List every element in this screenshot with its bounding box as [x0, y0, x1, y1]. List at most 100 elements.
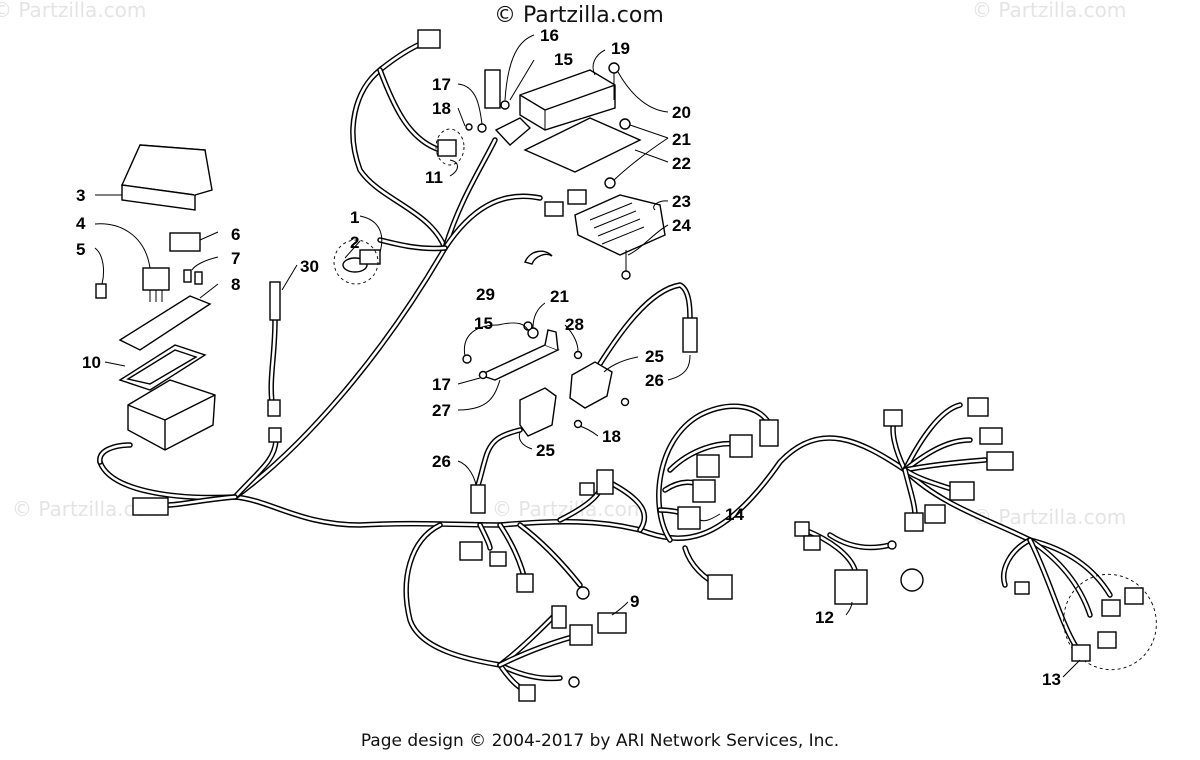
callout-23: 23: [672, 192, 691, 211]
connector-left: [132, 497, 169, 516]
callout-18: 18: [432, 99, 451, 118]
fuse-5: [95, 283, 107, 299]
connector-ll-4: [551, 605, 567, 629]
clamp-29: [524, 250, 553, 265]
callout-15: 15: [474, 314, 493, 333]
connector-14a: [759, 419, 779, 447]
washer-17: [477, 123, 487, 133]
ecu-plate-22: [523, 117, 642, 173]
callout-17: 17: [432, 75, 451, 94]
callout-29: 29: [476, 285, 495, 304]
callout-27: 27: [432, 401, 451, 420]
ignition-coil-25a: [569, 361, 613, 409]
callout-25: 25: [645, 347, 664, 366]
bolt-20: [608, 62, 620, 100]
ring-terminal-2: [568, 676, 580, 688]
callout-16: 16: [540, 26, 559, 45]
callout-21: 21: [550, 287, 569, 306]
spark-plug-boot-26a: [682, 317, 698, 353]
washer-15c: [462, 354, 472, 364]
connector-r2: [967, 397, 989, 417]
connector-top: [417, 29, 441, 49]
screw-18c: [573, 419, 583, 429]
connector-14b: [729, 434, 753, 458]
callout-13: 13: [1042, 670, 1061, 689]
callout-5: 5: [76, 240, 85, 259]
callout-22: 22: [672, 154, 691, 173]
relay-16: [484, 69, 501, 109]
connector-r7: [904, 512, 924, 532]
connector-14e: [677, 506, 701, 530]
connector-ll-6: [518, 684, 536, 702]
connector-bottom-mid: [707, 574, 733, 600]
callout-4: 4: [76, 214, 86, 233]
connector-r1: [883, 409, 903, 427]
callout-8: 8: [231, 275, 240, 294]
fuse-label-8: [118, 295, 212, 351]
relay-box-cover: [120, 144, 213, 211]
group-2: [333, 239, 379, 285]
copyright-footer: Page design © 2004-2017 by ARI Network S…: [360, 731, 840, 751]
callout-6: 6: [231, 225, 240, 244]
screw-18b: [620, 397, 630, 407]
wiring-harness: [97, 39, 1113, 695]
relay-4: [142, 267, 170, 302]
fuse-box-base: [127, 379, 216, 451]
connector-9: [597, 612, 627, 634]
callout-25: 25: [536, 441, 555, 460]
screw-18: [465, 123, 473, 131]
watermark: © Partzilla.com: [0, 0, 147, 22]
leader-lines: [94, 34, 1081, 678]
connector-ll-1: [459, 541, 483, 561]
connector-m2: [596, 469, 614, 495]
nut-21: [619, 118, 631, 130]
callout-1: 1: [350, 208, 359, 227]
callout-20: 20: [672, 103, 691, 122]
callout-15: 15: [554, 50, 573, 69]
regulator-rectifier-23: [544, 189, 666, 256]
group-11: [435, 128, 465, 166]
callout-10: 10: [82, 353, 101, 372]
washer-15: [500, 100, 510, 110]
callout-18: 18: [602, 427, 621, 446]
spacer-21: [604, 177, 616, 189]
oxygen-sensor-30: [267, 281, 282, 443]
callout-26: 26: [432, 452, 451, 471]
callout-26: 26: [645, 371, 664, 390]
callout-12: 12: [815, 608, 834, 627]
callout-11: 11: [425, 168, 443, 187]
connector-m1: [579, 482, 595, 496]
callout-19: 19: [611, 39, 630, 58]
connector-14d: [692, 479, 716, 503]
callout-9: 9: [630, 592, 639, 611]
connector-ll-2: [489, 551, 507, 567]
callout-17: 17: [432, 375, 451, 394]
switch-12: [794, 521, 924, 605]
callout-24: 24: [672, 216, 691, 235]
bracket-27: [478, 329, 560, 381]
callout-labels: 1 2 3 4 5 6 7 8 9 10 11 12 13 14 15 15 1…: [76, 26, 1061, 689]
ecu-module: [494, 69, 616, 146]
connector-11: [437, 139, 457, 157]
connector-r4: [986, 451, 1014, 471]
connector-r3: [979, 427, 1003, 445]
callout-7: 7: [231, 249, 240, 268]
brand-label: © Partzilla.com: [494, 3, 664, 28]
screw-24: [621, 250, 631, 280]
washer-17b: [478, 370, 488, 380]
connector-r6: [924, 504, 946, 524]
connector-r8: [1014, 581, 1030, 595]
connector-r5: [949, 481, 975, 501]
callout-21: 21: [672, 130, 691, 149]
connector-ll-5: [569, 624, 593, 646]
relay-6: [169, 232, 201, 252]
callout-28: 28: [565, 315, 584, 334]
connector-1: [359, 249, 381, 265]
ring-terminal: [576, 586, 590, 600]
connector-group-13: [1063, 573, 1157, 671]
ignition-coil-25b: [519, 387, 557, 437]
gasket-10: [118, 344, 207, 391]
callout-14: 14: [725, 505, 744, 524]
